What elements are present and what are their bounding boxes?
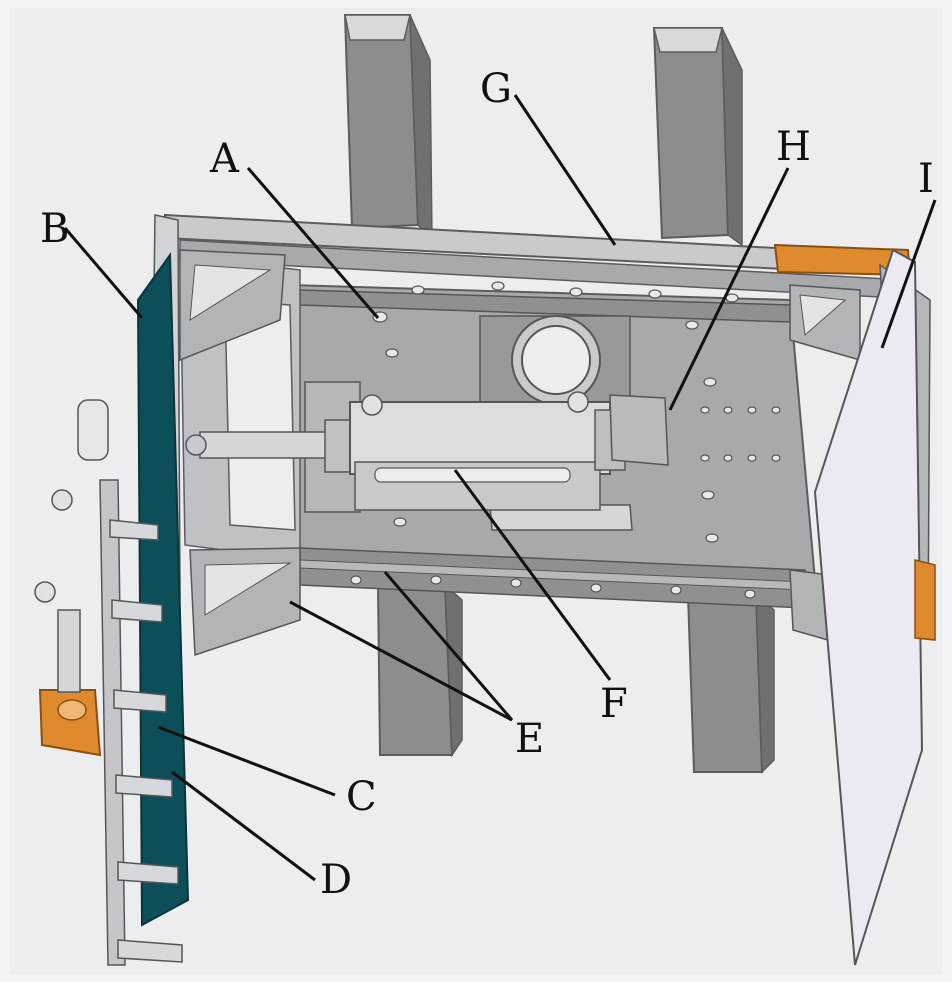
callout-c: C <box>346 774 377 820</box>
leader-line-e1 <box>289 600 513 722</box>
callout-b: B <box>40 206 69 252</box>
callout-i: I <box>918 156 934 202</box>
callout-a: A <box>209 136 240 182</box>
right-gripper <box>773 243 936 966</box>
leader-line-a <box>246 167 380 319</box>
leader-line-f <box>453 469 612 681</box>
mounting-holes <box>350 281 781 599</box>
callout-g: G <box>480 66 512 112</box>
callout-d: D <box>320 857 352 903</box>
callout-e: E <box>515 716 544 762</box>
leader-line-h <box>668 167 790 411</box>
callout-labels: A B C D E F G H I <box>40 66 934 903</box>
leader-line-c <box>157 725 336 797</box>
leader-line-b <box>63 227 144 319</box>
leader-line-g <box>513 94 617 246</box>
leader-line-e2 <box>383 571 514 721</box>
callout-h: H <box>776 124 811 170</box>
callout-f: F <box>600 681 628 727</box>
left-gripper <box>34 214 190 966</box>
leader-line-i <box>880 199 937 349</box>
leader-lines <box>63 94 937 882</box>
cylinder-assembly <box>185 381 669 513</box>
leader-line-d <box>171 770 316 882</box>
